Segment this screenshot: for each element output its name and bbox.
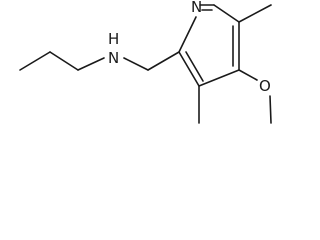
substituent-bonds xyxy=(19,4,272,124)
pyridine-nitrogen-label: N xyxy=(191,0,202,16)
bond-c2-c3 xyxy=(178,51,200,87)
double-bond-c2-c3 xyxy=(185,51,204,82)
atom-labels: N H N O xyxy=(108,0,271,95)
amine-hydrogen-label: H xyxy=(108,30,119,48)
bond-c5-methyl xyxy=(238,4,272,23)
bond-methylene-amine xyxy=(123,57,149,71)
bond-c3-c4 xyxy=(198,69,240,87)
bond-propyl1-propyl2 xyxy=(49,51,79,71)
amine-nitrogen-label: N xyxy=(108,49,119,67)
ether-oxygen-label: O xyxy=(259,77,271,95)
bond-propyl2-propyl3 xyxy=(19,51,51,71)
pyridine-ring xyxy=(178,4,240,87)
bond-n1-c2 xyxy=(178,16,197,53)
bond-c4-ether-oxygen xyxy=(238,69,258,81)
bond-c2-methylene xyxy=(147,51,180,71)
bond-ether-oxygen-methyl xyxy=(269,95,272,124)
bond-amine-propyl1 xyxy=(77,57,105,71)
chemical-structure-diagram: N H N O xyxy=(19,0,272,124)
bond-c5-c6 xyxy=(213,4,240,23)
